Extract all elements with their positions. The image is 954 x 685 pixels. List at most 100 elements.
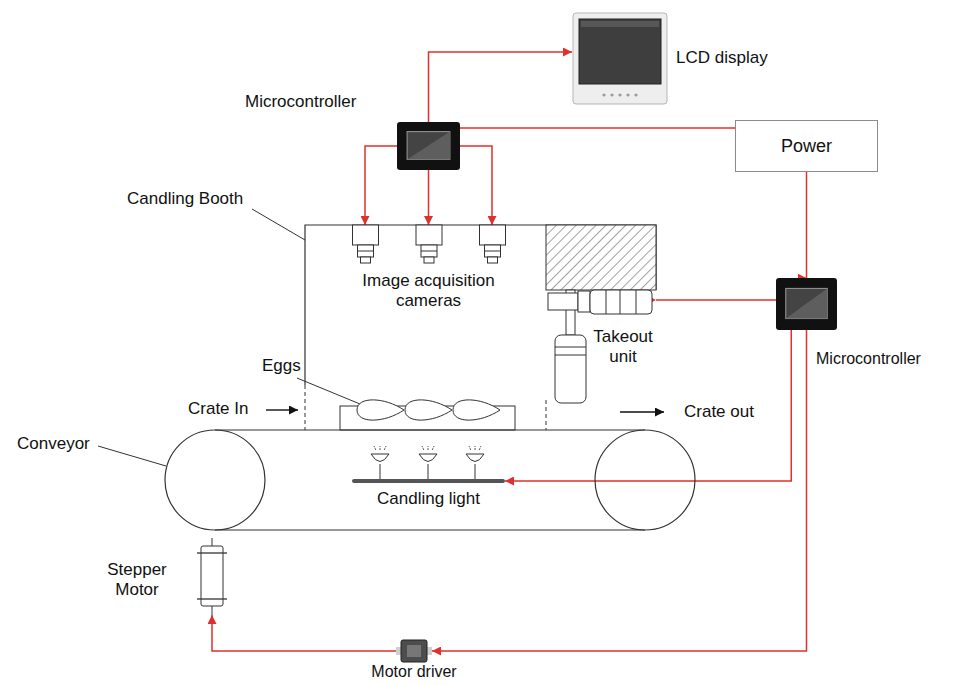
camera-body	[416, 225, 442, 245]
egg-tray-shape	[340, 396, 515, 430]
camera-lens	[484, 245, 500, 257]
candling-light-shape	[352, 445, 505, 486]
conveyor-belt-line	[215, 429, 645, 430]
lens-tip	[360, 257, 370, 263]
camera-group: Image acquisition cameras	[349, 225, 509, 265]
camera-lens	[357, 245, 373, 257]
driver-body	[401, 640, 427, 662]
microcontroller: Microcontroller	[397, 122, 460, 170]
stepper-motor: Stepper Motor	[197, 538, 227, 615]
signal-arrow	[365, 146, 397, 225]
screen-glare	[407, 132, 450, 160]
light-ray	[428, 446, 429, 450]
microcontroller-shape	[397, 122, 460, 170]
leader-line	[252, 209, 305, 240]
node-label: Motor driver	[344, 663, 484, 681]
controller-body	[397, 122, 460, 170]
lamp-stem	[428, 464, 429, 479]
microcontroller: Microcontroller	[776, 278, 837, 330]
cylinder-band	[555, 355, 586, 356]
monitor-button	[610, 93, 613, 96]
egg-shape	[405, 400, 452, 420]
cylinder-band	[606, 290, 607, 314]
suction-cylinder	[555, 335, 586, 403]
takeout-unit-shape	[546, 225, 656, 405]
flow-label: Crate In	[188, 399, 248, 419]
booth-curtain	[546, 400, 547, 430]
node-label: Eggs	[262, 356, 322, 376]
signal-arrow	[460, 127, 735, 129]
driver-tab	[427, 647, 432, 655]
screen-shine	[581, 21, 659, 27]
controller-screen	[407, 132, 450, 160]
light-ray	[380, 446, 381, 450]
power-box: Power	[735, 120, 878, 172]
controller-body	[776, 278, 837, 330]
motor-stub	[212, 606, 213, 615]
monitor-button	[618, 93, 621, 96]
node-label: Power	[735, 136, 878, 157]
light-ray	[479, 446, 481, 450]
motor-shaft	[212, 538, 213, 546]
camera-body	[479, 225, 505, 245]
conveyor-belt: Candling lightConveyor	[165, 430, 695, 530]
conveyor-pulley	[595, 430, 695, 530]
cylinder-band	[620, 290, 621, 314]
crate-in-arrow	[266, 409, 298, 410]
signal-arrow	[806, 172, 808, 278]
monitor-frame	[573, 13, 667, 104]
lens-tip	[487, 257, 497, 263]
signal-arrow	[460, 146, 492, 225]
camera-lens	[421, 245, 437, 257]
stepper-motor-shape	[197, 538, 227, 615]
screen-glare	[786, 288, 827, 318]
camera-symbol	[416, 225, 442, 263]
node-label: Conveyor	[17, 434, 107, 454]
conveyor-belt-line	[215, 529, 645, 530]
takeout-unit: Takeout unit	[546, 225, 656, 405]
egg-shape	[453, 400, 500, 420]
conveyor-pulley	[165, 430, 265, 530]
signal-arrow	[212, 615, 396, 651]
lens-tip	[424, 257, 434, 263]
cylinder-band	[555, 347, 586, 348]
monitor-button	[634, 93, 637, 96]
node-label: Candling Booth	[127, 189, 287, 209]
node-label: Takeout unit	[590, 327, 656, 366]
controller-screen	[786, 288, 827, 318]
lcd-display: LCD display	[572, 12, 668, 105]
lamp-bar	[352, 479, 505, 483]
lamp-symbol	[371, 446, 389, 479]
node-label: Stepper Motor	[97, 560, 177, 599]
lens-ring	[357, 251, 373, 252]
signal-arrow	[429, 52, 573, 122]
light-ray	[384, 446, 386, 450]
booth-curtain	[305, 385, 306, 430]
camera-body	[352, 225, 378, 245]
light-ray	[422, 446, 424, 450]
flow-label: Crate out	[684, 402, 754, 422]
motor-driver: Motor driver	[396, 638, 432, 664]
node-label: Image acquisition cameras	[349, 271, 509, 310]
camera-group-shape	[349, 225, 509, 265]
light-ray	[374, 446, 376, 450]
lamp-stem	[475, 464, 476, 479]
node-label: Candling light	[342, 489, 515, 509]
box-outline	[736, 121, 878, 172]
signal-arrow	[656, 299, 776, 301]
driver-label	[407, 645, 421, 657]
booth-outline	[305, 225, 656, 385]
gripper	[548, 293, 578, 310]
lens-ring	[484, 251, 500, 252]
node-label: Microcontroller	[816, 350, 951, 368]
candling-light: Candling light	[352, 445, 505, 486]
light-ray	[469, 446, 471, 450]
light-ray	[432, 446, 434, 450]
leader-line	[297, 378, 360, 404]
lamp-stem	[380, 464, 381, 479]
crate-out-arrow	[620, 411, 664, 412]
lamp-symbol	[466, 446, 484, 479]
node-label: LCD display	[676, 48, 836, 68]
camera-symbol	[352, 225, 378, 263]
